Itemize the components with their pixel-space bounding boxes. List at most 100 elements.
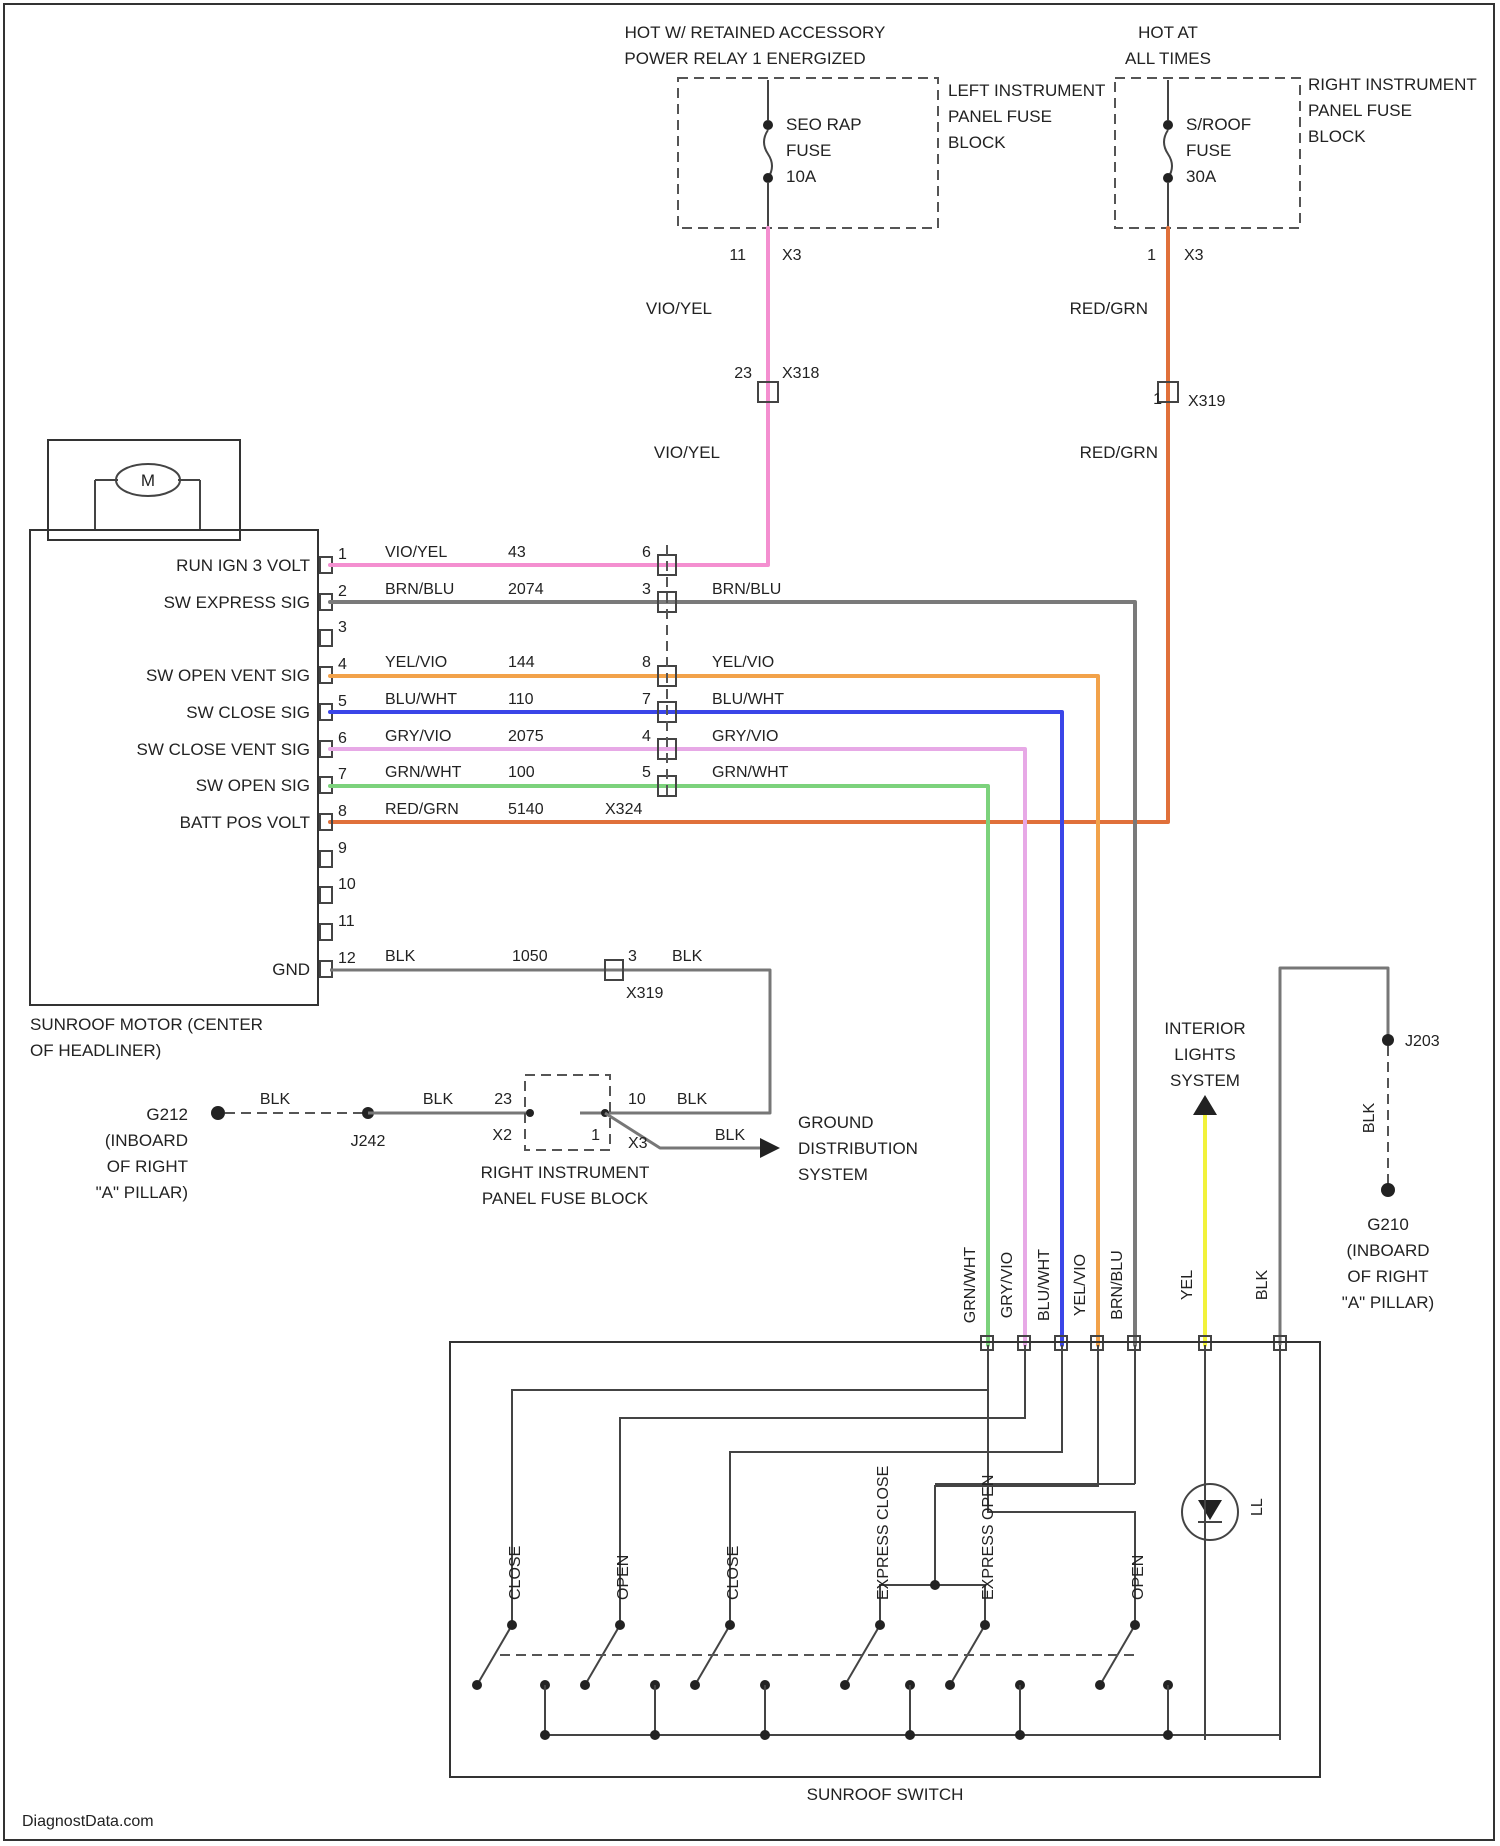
arrow-right-icon <box>760 1138 780 1158</box>
fuse-rating: 10A <box>786 167 817 186</box>
inline-connector-pin: 4 <box>642 728 651 745</box>
block-label-3: BLOCK <box>948 133 1006 152</box>
switch-wire-label: YEL/VIO <box>1072 1254 1089 1316</box>
right-fuse-block-label-2: PANEL FUSE BLOCK <box>482 1189 649 1208</box>
wire-blk-3: BLK <box>677 1091 708 1108</box>
motor-pin-number: 6 <box>338 730 347 747</box>
switch-wire-label: BRN/BLU <box>1109 1250 1126 1319</box>
ground-dist-1: GROUND <box>798 1113 874 1132</box>
fuse-symbol-icon <box>1164 130 1172 178</box>
motor-pin-label: GND <box>272 960 310 979</box>
wire-label-vio-yel-2: VIO/YEL <box>654 443 720 462</box>
motor-pin-number: 10 <box>338 876 356 893</box>
motor-circuit-number: 5140 <box>508 801 544 818</box>
hot-all-label-2: ALL TIMES <box>1125 49 1211 68</box>
switch-bus-dot <box>905 1730 915 1740</box>
motor-circuit-number: 110 <box>508 691 534 708</box>
led-label: LL <box>1249 1498 1266 1516</box>
switch-wire-label: BLU/WHT <box>1036 1249 1053 1321</box>
left-fuse-block: SEO RAP FUSE 10A LEFT INSTRUMENT PANEL F… <box>678 78 1105 264</box>
inline-connector-pin: X324 <box>605 801 642 818</box>
inline-connector-pin: 3 <box>628 948 637 965</box>
motor-pin-label: SW CLOSE VENT SIG <box>136 740 310 759</box>
motor-wire-color: YEL/VIO <box>385 654 447 671</box>
ground-area <box>211 1075 780 1158</box>
inline-connector-pin: 7 <box>642 691 651 708</box>
harness-wire-color: BLK <box>672 948 703 965</box>
motor-wire-color: GRN/WHT <box>385 764 462 781</box>
motor-pin-label: SW OPEN VENT SIG <box>146 666 310 685</box>
switch-contact-dot <box>507 1620 517 1630</box>
pin-number: 1 <box>1147 247 1156 264</box>
motor-pin-label: SW OPEN SIG <box>196 776 310 795</box>
switch-contact-dot <box>580 1680 590 1690</box>
fuse-name-2: FUSE <box>786 141 831 160</box>
switch-contact-label: OPEN <box>615 1555 632 1600</box>
g212-label-1: G212 <box>146 1105 188 1124</box>
switch-contact-dot <box>840 1680 850 1690</box>
motor-circuit-number: 144 <box>508 654 535 671</box>
interior-lights-1: INTERIOR <box>1164 1019 1245 1038</box>
motor-label-1: SUNROOF MOTOR (CENTER <box>30 1015 263 1034</box>
switch-wire-label: GRN/WHT <box>962 1247 979 1324</box>
motor-pin-number: 5 <box>338 693 347 710</box>
motor-pin-number: 11 <box>338 913 355 930</box>
wire-vio-yel-feed <box>655 228 768 565</box>
motor-pin-terminal <box>320 630 332 646</box>
pin-1: 1 <box>591 1127 600 1144</box>
harness-wire-color: GRY/VIO <box>712 728 778 745</box>
motor-wire-color: BLK <box>385 948 416 965</box>
switch-wire-label: GRY/VIO <box>999 1252 1016 1318</box>
harness-wire-color: BRN/BLU <box>712 581 781 598</box>
conn-x2: X2 <box>492 1127 512 1144</box>
wire-blk-2: BLK <box>423 1091 454 1108</box>
fuse-name-1: S/ROOF <box>1186 115 1251 134</box>
inline-connector-pin: 3 <box>642 581 651 598</box>
motor-symbol: M <box>141 471 155 490</box>
switch-wire-label: YEL <box>1179 1270 1196 1300</box>
switch-contact-dot <box>615 1620 625 1630</box>
g212-label-4: "A" PILLAR) <box>96 1183 188 1202</box>
motor-pin-terminal <box>320 851 332 867</box>
harness-wire-color: YEL/VIO <box>712 654 774 671</box>
wire-label-red-grn-2: RED/GRN <box>1080 443 1158 462</box>
motor-circuit-number: 100 <box>508 764 535 781</box>
harness-wire-color: GRN/WHT <box>712 764 789 781</box>
block-label-3: BLOCK <box>1308 127 1366 146</box>
hot-relay-label-2: POWER RELAY 1 ENERGIZED <box>624 49 865 68</box>
switch-contact-dot <box>1130 1620 1140 1630</box>
motor-pin-terminal <box>320 887 332 903</box>
block-label-2: PANEL FUSE <box>1308 101 1412 120</box>
g210-label-3: OF RIGHT <box>1347 1267 1428 1286</box>
fuse-symbol-icon <box>764 130 772 178</box>
inline-connector-pin: 5 <box>642 764 651 781</box>
switch-contact-label: EXPRESS CLOSE <box>875 1466 892 1600</box>
switch-contact-dot <box>690 1680 700 1690</box>
switch-bus-dot <box>1015 1730 1025 1740</box>
switch-contact-dot <box>945 1680 955 1690</box>
gnd-connector: X319 <box>626 985 663 1002</box>
motor-wire-color: GRY/VIO <box>385 728 451 745</box>
splice-j203-icon <box>1382 1034 1394 1046</box>
switch-contact-label: CLOSE <box>507 1546 524 1600</box>
g210-label-1: G210 <box>1367 1215 1409 1234</box>
inline-connector-pin: 8 <box>642 654 651 671</box>
pin-10: 10 <box>628 1091 646 1108</box>
motor-circuit-number: 43 <box>508 544 526 561</box>
watermark: DiagnostData.com <box>22 1813 154 1830</box>
block-label-2: PANEL FUSE <box>948 107 1052 126</box>
g212-label-3: OF RIGHT <box>107 1157 188 1176</box>
switch-contact-dot <box>472 1680 482 1690</box>
sunroof-motor: M <box>30 440 318 1005</box>
motor-wire-color: BLU/WHT <box>385 691 457 708</box>
inline-connector <box>605 545 676 980</box>
motor-pin-label: SW EXPRESS SIG <box>164 593 310 612</box>
wire-blk-vertical: BLK <box>1361 1103 1378 1134</box>
motor-label-2: OF HEADLINER) <box>30 1041 161 1060</box>
outer-frame <box>4 4 1494 1840</box>
arrow-up-icon <box>1193 1095 1217 1115</box>
motor-pin-number: 3 <box>338 619 347 636</box>
right-fuse-block-label-1: RIGHT INSTRUMENT <box>481 1163 650 1182</box>
pin-23: 23 <box>494 1091 512 1108</box>
